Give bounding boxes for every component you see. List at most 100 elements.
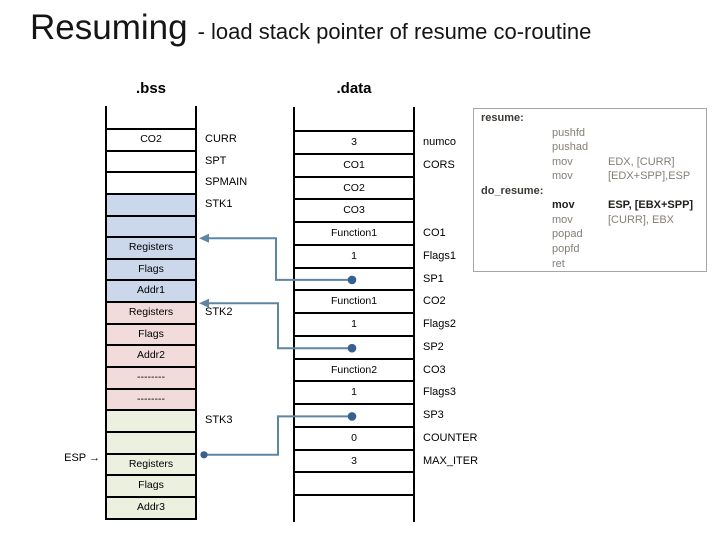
code-instruction: mov: [552, 170, 573, 183]
code-instruction: mov: [552, 213, 573, 226]
code-line: resume:: [474, 111, 706, 126]
code-line: ret: [474, 257, 706, 272]
stack-row-label: Flags3: [423, 386, 457, 399]
stack-cell-value: Registers: [128, 241, 174, 254]
stack-row: CO1 CORS: [295, 154, 455, 178]
stack-cell-value: 3: [351, 136, 357, 148]
stack-cell-value: Addr3: [136, 500, 166, 513]
stack-cell-value: 1: [351, 318, 357, 330]
code-line: pushad: [474, 140, 706, 155]
code-instruction: popad: [552, 228, 583, 241]
code-line: mov EDX, [CURR]: [474, 155, 706, 170]
stack-row: CO2 CURR: [107, 130, 237, 152]
stack-row: 1 Flags1: [295, 245, 456, 269]
stack-row: Flags: [107, 476, 195, 498]
stack-cell-value: 1: [351, 386, 357, 399]
stack-row: Flags: [107, 259, 195, 282]
stack-row-label: COUNTER: [423, 431, 478, 444]
stack-cell-value: Registers: [128, 306, 174, 319]
stack-row-label: CURR: [205, 133, 237, 145]
stack-row: --------: [107, 389, 195, 412]
code-instruction: mov: [552, 155, 573, 168]
stack-row-label: SPMAIN: [205, 176, 248, 189]
stack-row: Registers: [107, 238, 195, 260]
stack-row: --------: [107, 368, 195, 390]
stack-row-label: SPT: [205, 154, 227, 167]
stack-cell-value: CO3: [343, 204, 365, 217]
stack-cell-value: Addr1: [136, 284, 166, 297]
stack-row-label: MAX_ITER: [423, 454, 479, 467]
stack-row-label: CO1: [423, 227, 446, 239]
arrowhead-stk1: [199, 233, 209, 243]
stack-row: [107, 432, 195, 455]
stack-row: Addr3: [107, 497, 195, 520]
stack-row: Addr2: [107, 346, 195, 369]
stack-row: Function2 CO3: [295, 359, 446, 383]
code-line: pushfd: [474, 126, 706, 141]
stack-cell-value: Function1: [330, 227, 378, 239]
stack-cell-value: --------: [137, 392, 165, 405]
stack-row: STK3: [107, 411, 233, 433]
code-line: popad: [474, 227, 706, 242]
code-line: popfd: [474, 242, 706, 257]
stack-cell-value: Registers: [128, 457, 174, 470]
code-instruction: popfd: [552, 242, 580, 255]
stack-row: CO3: [295, 200, 413, 223]
code-operands: EDX, [CURR]: [608, 155, 675, 168]
stack-row: Addr1: [107, 281, 195, 304]
stack-cell-value: 3: [351, 454, 357, 467]
code-line: mov [CURR], EBX: [474, 213, 706, 228]
stack-cell-value: Function2: [330, 363, 378, 376]
stack-row: Registers STK2: [107, 303, 233, 325]
stack-cell-value: 1: [351, 249, 357, 262]
stack-row: SPT: [107, 151, 226, 174]
code-label: resume:: [481, 112, 524, 124]
code-line: do_resume:: [474, 184, 706, 199]
stack-row-label: numco: [423, 136, 457, 148]
code-instruction: ret: [552, 257, 565, 270]
stack-row-label: CORS: [423, 158, 455, 171]
stack-row: CO2: [295, 177, 413, 201]
stack-row-label: STK3: [205, 414, 233, 427]
stack-row-label: CO3: [423, 363, 446, 376]
stack-row-label: SP1: [423, 272, 444, 285]
stack-row: 3 numco: [295, 132, 456, 155]
stack-cell-value: Addr2: [136, 349, 166, 362]
stack-cell-value: CO1: [343, 158, 365, 171]
bss-stack-open-top: [105, 106, 197, 128]
stack-cell-value: Flags: [138, 479, 164, 492]
title-main: Resuming: [30, 8, 188, 47]
stack-row-label: SP2: [423, 340, 444, 353]
stack-row-label: Flags1: [423, 249, 457, 262]
stack-row: STK1: [107, 194, 233, 217]
stack-cell-value: Flags: [138, 327, 164, 340]
title-subtitle: - load stack pointer of resume co-routin…: [197, 19, 592, 44]
code-line: mov ESP, [EBX+SPP]: [474, 198, 706, 213]
stack-cell-value: --------: [137, 371, 165, 384]
code-operands: [CURR], EBX: [608, 213, 675, 226]
stack-cell-value: 0: [351, 431, 357, 444]
code-instruction: pushad: [552, 141, 589, 154]
stack-row-label: CO2: [423, 295, 446, 308]
stk3-anchor-dot: [200, 451, 208, 459]
code-instruction: mov: [552, 199, 575, 212]
code-instruction: pushfd: [552, 126, 586, 139]
stack-row: Function1 CO1: [295, 223, 446, 246]
code-operands: [EDX+SPP],ESP: [608, 170, 691, 183]
data-stack-open-top: [293, 107, 415, 130]
code-label: do_resume:: [481, 184, 544, 197]
data-section-header: .data: [336, 80, 372, 97]
code-operands: ESP, [EBX+SPP]: [608, 199, 694, 212]
stack-row-label: STK2: [205, 306, 233, 319]
stack-row: SP3: [295, 405, 444, 428]
stack-row: 1 Flags3: [295, 382, 456, 405]
stack-cell-value: CO2: [140, 133, 162, 145]
stack-cell-value: CO2: [343, 181, 365, 194]
